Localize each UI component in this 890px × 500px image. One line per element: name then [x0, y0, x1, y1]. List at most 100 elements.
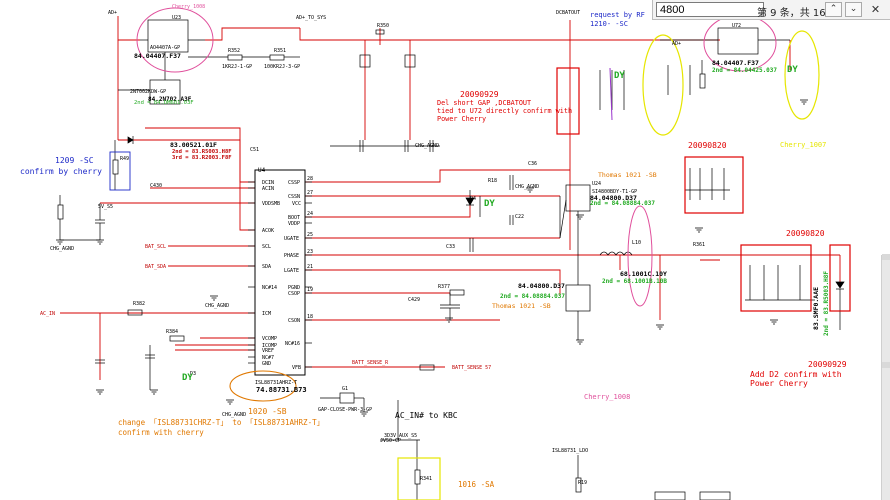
wire-ad-plus-top [117, 16, 140, 41]
r352-body [227, 54, 243, 61]
net-batt-sense: BATT_SENSE_R [352, 360, 389, 366]
find-close-button[interactable]: ✕ [867, 2, 884, 17]
ic-pin-right-11: NC#16 [285, 341, 300, 347]
ic-pin-right-6: PHASE [284, 253, 299, 259]
ic-pin-right-3: BOOT [288, 215, 300, 221]
wire-top-bus [299, 28, 720, 41]
highlight-shapes [109, 7, 851, 500]
u23-cherry: Cherry_1008 [172, 4, 205, 10]
net-ad-plus-left: AD+ [108, 10, 117, 16]
ic-pin-left-8: VCOMP [262, 336, 277, 342]
r350-body [375, 29, 385, 35]
c35-gap [404, 54, 416, 68]
u72-2nd: 2nd = 84.04425.037 [712, 67, 777, 74]
note-1016: 1016 -SA [458, 480, 495, 489]
d5-2nd: 2nd = 83.R5003.H8F [172, 149, 232, 155]
l10-ref: L10 [632, 240, 641, 246]
r349-body [699, 73, 706, 89]
note-d2-l1: Add D2 confirm with [750, 370, 842, 379]
c430-ref: C430 [150, 183, 162, 189]
note-change-l1: change 「ISL88731CHRZ-T」 to 「ISL88731AHRZ… [118, 418, 324, 427]
d5-pn: 83.00521.01F [170, 141, 217, 149]
l10-2nd: 2nd = 68.1001B.10B [602, 278, 667, 285]
net-chg-agnd-5: CHG_AGND [515, 184, 539, 190]
q-left-pn: 84.2N702.A3F [148, 96, 192, 103]
bottom-chip-1 [654, 491, 686, 500]
net-jv50: JV50-CP [380, 438, 401, 444]
r49-ref: R49 [120, 156, 129, 162]
scrollbar-marker [882, 362, 890, 368]
ic-ref: U4 [258, 167, 266, 174]
net-chg-agnd-1: CHG_AGND [50, 246, 74, 252]
find-input[interactable] [656, 2, 764, 17]
ic-right-pin-stubs [305, 181, 312, 368]
labels: AD+ AD+_TO_SYS DCBATOUT AD+ U23 Cherry_1… [20, 4, 847, 489]
find-next-button[interactable]: ⌄ [845, 2, 862, 17]
ic-part: ISL88731AHRZ-T [255, 380, 297, 386]
r341-body [414, 469, 421, 485]
u23-part: AO4407A-GP [150, 45, 180, 51]
net-chg-agnd-3: CHG_AGND [222, 412, 246, 418]
g1-ref: G1 [342, 386, 348, 392]
r351-body [269, 54, 285, 61]
note-thomas-1021-b: Thomas 1021 -SB [492, 302, 551, 310]
ground-symbols [56, 99, 808, 417]
u23-body [147, 19, 189, 53]
u72-body [717, 27, 759, 55]
r44-body [57, 204, 64, 220]
u24-part: SI4800BDY-T1-GP [592, 189, 637, 195]
net-ac-in-kbc: AC_IN# to KBC [395, 411, 458, 420]
q-left-part: 2N7002KDW-GP [130, 89, 166, 95]
ic-right-pin-numbers: 28 27 24 25 23 21 19 18 [307, 176, 313, 320]
net-isl-ldo: ISL88731_LDO [552, 448, 588, 454]
ic-pin-num-6: 23 [307, 249, 313, 255]
ic-pin-num-3: 24 [307, 211, 313, 217]
ic-pin-right-8: PGND [288, 285, 300, 291]
note-cherry-1008: Cherry_1008 [584, 393, 630, 401]
c33-ref: C33 [446, 244, 455, 250]
d4-diode [465, 197, 475, 206]
red-box-dcbatout [556, 67, 580, 135]
ic-pin-left-11: NC#7 [262, 355, 274, 361]
note-dy-2: DY [787, 65, 798, 75]
net-ad-plus-to-sys: AD+_TO_SYS [296, 15, 326, 21]
ic-u4-body [254, 169, 306, 376]
find-prev-button[interactable]: ⌃ [825, 2, 842, 17]
note-rf-l2: 1210- -SC [590, 20, 628, 28]
r19-ref: R19 [578, 480, 587, 486]
wire-boot [305, 205, 471, 218]
yellow-box-bottom [397, 457, 441, 500]
c36-ref: C36 [528, 161, 537, 167]
c429-ref: C429 [408, 297, 420, 303]
wire-lgate [305, 269, 561, 295]
ic-pin-right-4: VDDP [288, 221, 300, 227]
ic-pin-right-7: LGATE [284, 268, 299, 274]
note-20090929-l3: Power Cherry [437, 115, 486, 123]
wire-cssp [305, 169, 570, 183]
ic-pin-left-5: SDA [262, 264, 271, 270]
ic-pin-num-5: 25 [307, 232, 313, 238]
g1-part: GAP-CLOSE-PWR-3-GP [318, 407, 372, 413]
purple-line [609, 67, 613, 121]
red-wires [60, 16, 841, 380]
net-3d3v-aux: 3D3V_AUX_S5 [384, 433, 417, 439]
r49-body [112, 159, 119, 175]
net-bat-sda: BAT_SDA [145, 264, 166, 270]
black-wires [56, 19, 845, 500]
wire-u23-out [205, 27, 300, 41]
note-cherry-1007: Cherry_1007 [780, 141, 826, 149]
magenta-circle-u23 [136, 7, 214, 73]
note-d2-date: 20090929 [808, 360, 847, 369]
note-dy-4: DY [182, 373, 193, 383]
ic-pn: 74.88731.B73 [256, 386, 307, 394]
d3-ref: D3 [190, 371, 196, 377]
ic-pin-left-7: ICM [262, 311, 271, 317]
r361-ref: R361 [693, 242, 705, 248]
r351-ref: R351 [274, 48, 286, 54]
note-thomas-1021-a: Thomas 1021 -SB [598, 171, 657, 179]
vertical-scrollbar[interactable] [881, 255, 890, 500]
note-change-1020: 1020 -SB [248, 407, 287, 416]
d4-ref: D4 [470, 196, 476, 202]
wire-phase [305, 254, 621, 270]
